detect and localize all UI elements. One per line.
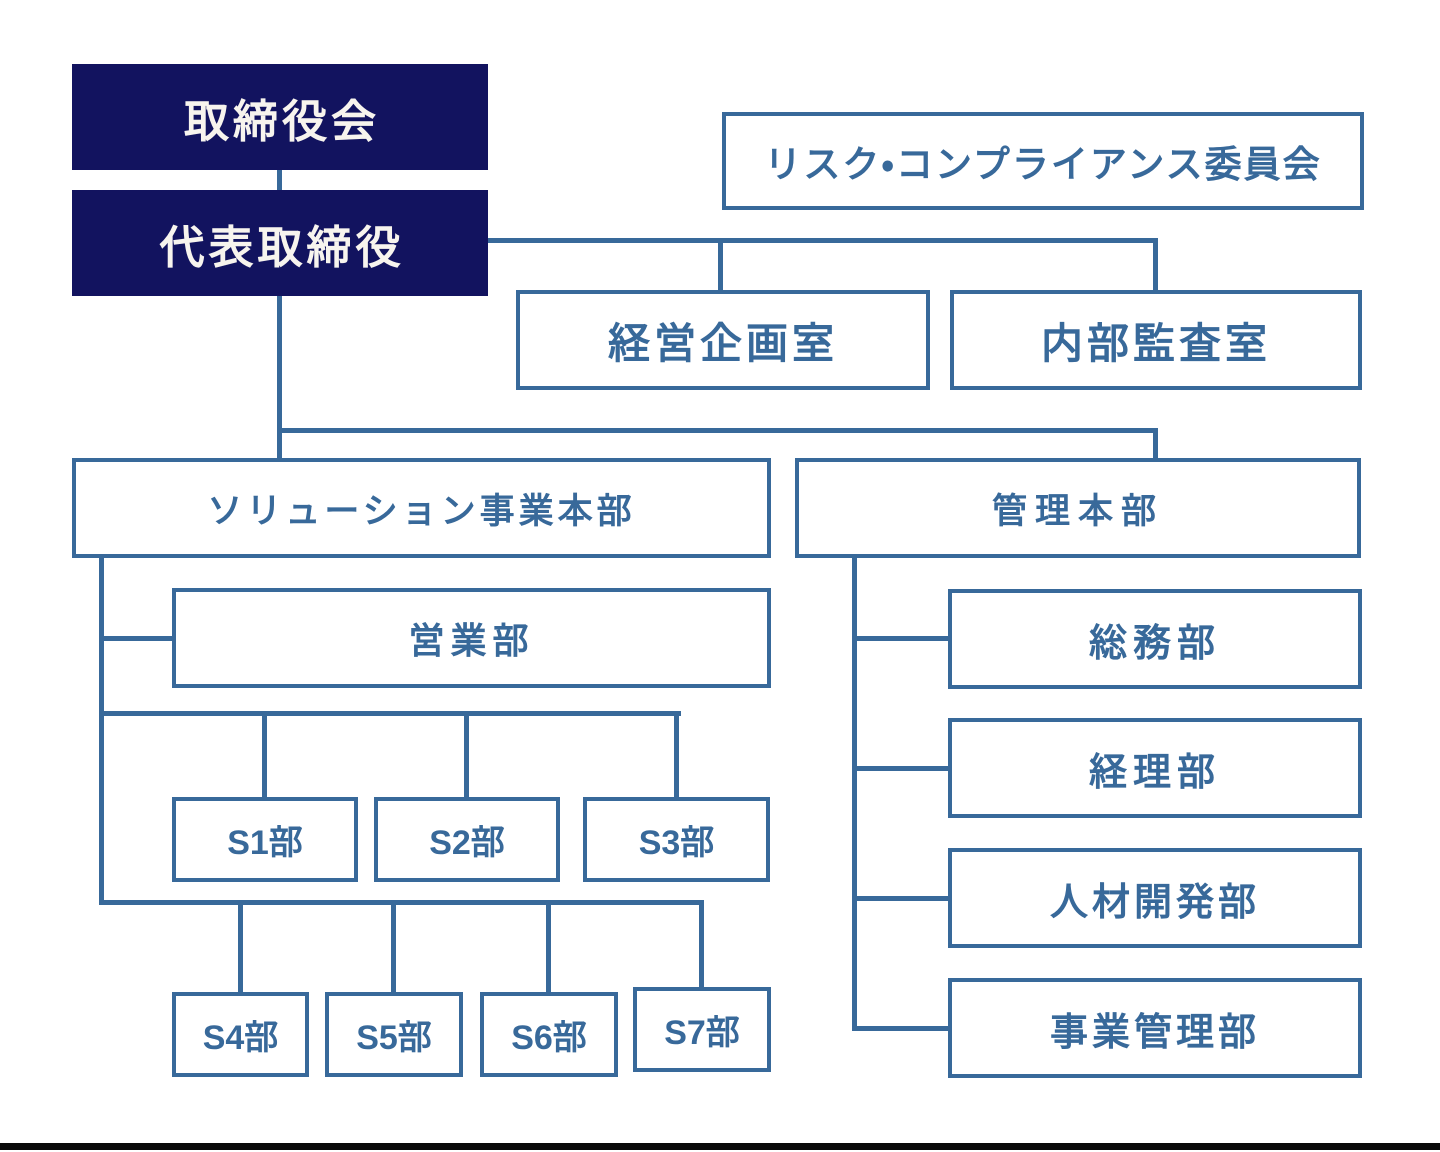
node-s5-dept: S5部 [325, 992, 463, 1077]
connector-stub-accounting [852, 766, 948, 771]
node-representative-director: 代表取締役 [72, 190, 488, 296]
connector-stub-sales [99, 636, 172, 641]
connector-drop-s5 [391, 903, 396, 992]
node-sales-dept: 営業部 [172, 588, 771, 688]
connector-drop-admin-division [1153, 431, 1158, 458]
node-corporate-planning-office: 経営企画室 [516, 290, 930, 390]
connector-board-ceo [277, 170, 282, 190]
node-board-of-directors: 取締役会 [72, 64, 488, 170]
connector-drop-s3 [674, 714, 679, 797]
node-s1-dept: S1部 [172, 797, 358, 882]
node-administration-division: 管理本部 [795, 458, 1361, 558]
connector-solution-spine [99, 557, 104, 905]
connector-s4-s7-rail [99, 900, 704, 905]
node-s4-dept: S4部 [172, 992, 309, 1077]
node-s3-dept: S3部 [583, 797, 770, 882]
node-hr-development-dept: 人材開発部 [948, 848, 1362, 948]
node-accounting-dept: 経理部 [948, 718, 1362, 818]
connector-stub-business-management [852, 1026, 948, 1031]
connector-drop-internal-audit [1153, 241, 1158, 290]
connector-drop-s2 [464, 714, 469, 797]
node-s7-dept: S7部 [633, 987, 771, 1072]
connector-drop-corporate-planning [718, 241, 723, 290]
connector-drop-s6 [546, 903, 551, 992]
connector-admin-spine [852, 557, 857, 1031]
connector-stub-general-affairs [852, 636, 948, 641]
connector-ceo-divisions-drop [277, 296, 282, 458]
bottom-border-rule [0, 1143, 1440, 1150]
node-solution-business-division: ソリューション事業本部 [72, 458, 771, 558]
connector-drop-s7 [699, 903, 704, 987]
node-risk-compliance-committee: リスク・コンプライアンス委員会 [722, 112, 1364, 210]
connector-divisions-rail [277, 428, 1158, 433]
connector-stub-hr-development [852, 896, 948, 901]
node-s2-dept: S2部 [374, 797, 560, 882]
connector-drop-s1 [262, 714, 267, 797]
connector-ceo-staff-rail [488, 238, 1158, 243]
node-internal-audit-office: 内部監査室 [950, 290, 1362, 390]
connector-drop-s4 [238, 903, 243, 992]
node-business-management-dept: 事業管理部 [948, 978, 1362, 1078]
node-general-affairs-dept: 総務部 [948, 589, 1362, 689]
node-s6-dept: S6部 [480, 992, 618, 1077]
connector-s1-s3-rail [99, 711, 681, 716]
